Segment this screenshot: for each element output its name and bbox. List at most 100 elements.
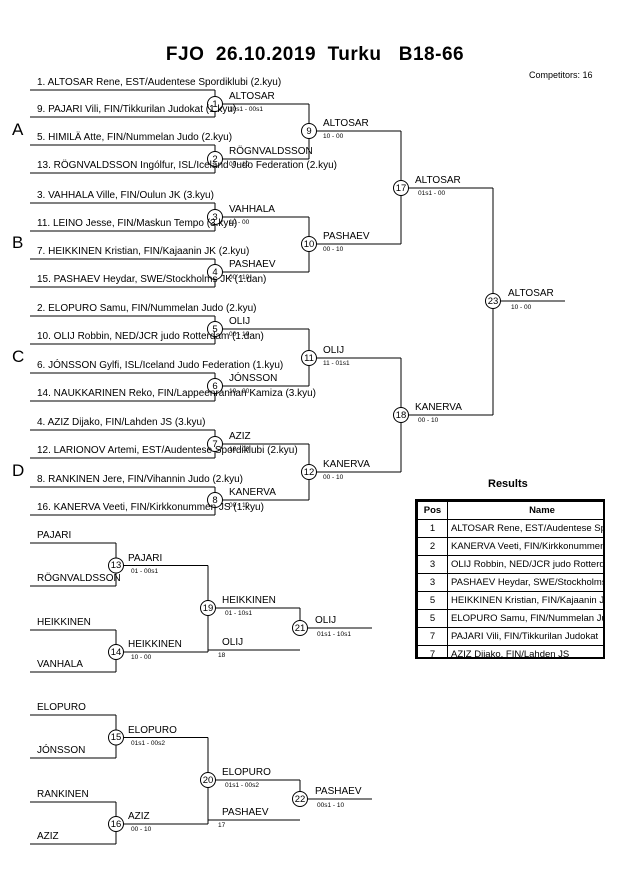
competitor-entry: 1. ALTOSAR Rene, EST/Audentese Spordiklu… xyxy=(37,77,282,88)
match-score: 00 - 10 xyxy=(229,502,250,509)
match-number-circle xyxy=(108,816,124,832)
competitor-entry: 6. JÓNSSON Gylfi, ISL/Iceland Judo Feder… xyxy=(37,360,284,371)
match-number: 4 xyxy=(212,266,218,278)
match-number-circle xyxy=(207,151,223,167)
match-winner: HEIKKINEN xyxy=(222,595,276,606)
repechage-name: AZIZ xyxy=(37,831,59,842)
crossover-source: 18 xyxy=(218,652,226,659)
match-number: 15 xyxy=(110,732,122,743)
competitor-entry: 12. LARIONOV Artemi, EST/Audentese Spord… xyxy=(37,445,298,456)
result-pos: 5 xyxy=(417,609,448,628)
match-number-circle xyxy=(393,180,409,196)
match-number: 19 xyxy=(202,602,214,614)
match-number: 8 xyxy=(212,494,218,506)
match-score: 00 - 10 xyxy=(323,474,344,481)
match-number-circle xyxy=(301,123,317,139)
competitor-entry: 4. AZIZ Dijako, FIN/Lahden JS (3.kyu) xyxy=(37,417,206,428)
result-name: KANERVA Veeti, FIN/Kirkkonummen JS xyxy=(447,537,603,556)
match-winner: OLIJ xyxy=(315,615,337,626)
result-name: HEIKKINEN Kristian, FIN/Kajaanin JK xyxy=(447,591,603,610)
result-pos: 3 xyxy=(417,555,448,574)
pool-letter: A xyxy=(12,120,24,139)
result-pos: 7 xyxy=(417,645,448,657)
repechage-name: HEIKKINEN xyxy=(37,617,91,628)
match-winner: KANERVA xyxy=(323,459,370,470)
match-score: 10 - 00 xyxy=(323,133,344,140)
match-number: 13 xyxy=(110,560,122,571)
match-winner: OLIJ xyxy=(323,345,345,356)
match-score: 01s1 - 00 xyxy=(418,190,446,197)
match-number-circle xyxy=(207,209,223,225)
match-number: 20 xyxy=(202,774,214,786)
match-number-circle xyxy=(393,407,409,423)
match-winner: JÓNSSON xyxy=(229,373,278,384)
match-number: 5 xyxy=(212,323,218,335)
match-score: 10s1 - 00s1 xyxy=(229,106,263,113)
match-number-circle xyxy=(108,729,124,746)
competitor-entry: 2. ELOPURO Samu, FIN/Nummelan Judo (2.ky… xyxy=(37,303,257,314)
match-winner: VAHHALA xyxy=(229,204,275,215)
pool-letter: C xyxy=(12,347,25,366)
result-pos: 7 xyxy=(417,627,448,646)
result-name: AZIZ Dijako, FIN/Lahden JS xyxy=(447,645,603,657)
competitor-entry: 10. OLIJ Robbin, NED/JCR judo Rotterdam … xyxy=(37,331,264,342)
match-number: 2 xyxy=(212,153,218,165)
match-winner: PAJARI xyxy=(128,552,163,564)
match-number: 6 xyxy=(212,380,218,392)
match-number-circle xyxy=(108,644,124,660)
repechage-name: VANHALA xyxy=(37,659,83,670)
match-number: 23 xyxy=(487,295,499,307)
repechage-name: RANKINEN xyxy=(37,789,89,800)
match-number-circle xyxy=(301,350,317,366)
match-score: 01 - 10s1 xyxy=(225,610,253,617)
repechage-name: RÖGNVALDSSON xyxy=(37,573,121,584)
repechage-name: JÓNSSON xyxy=(37,745,86,756)
pool-letter: B xyxy=(12,233,24,252)
match-number: 14 xyxy=(110,646,122,658)
crossover-name: OLIJ xyxy=(222,637,244,648)
competitor-entry: 7. HEIKKINEN Kristian, FIN/Kajaanin JK (… xyxy=(37,246,250,257)
match-winner: ALTOSAR xyxy=(229,91,275,102)
result-name: PASHAEV Heydar, SWE/Stockholms JK xyxy=(447,573,603,592)
match-number: 17 xyxy=(395,182,407,194)
match-winner: PASHAEV xyxy=(229,259,276,270)
match-winner: KANERVA xyxy=(229,487,276,498)
match-number: 22 xyxy=(294,793,306,805)
match-winner: RÖGNVALDSSON xyxy=(229,146,313,157)
result-name: ELOPURO Samu, FIN/Nummelan Judo xyxy=(447,609,603,628)
match-number-circle xyxy=(301,236,317,252)
match-winner: AZIZ xyxy=(229,431,251,442)
crossover-source: 17 xyxy=(218,822,226,829)
match-number: 1 xyxy=(212,98,218,110)
competitor-entry: 8. RANKINEN Jere, FIN/Vihannin Judo (2.k… xyxy=(37,474,244,485)
match-number-circle xyxy=(108,557,124,574)
match-winner: ELOPURO xyxy=(128,724,177,736)
match-winner: PASHAEV xyxy=(323,231,370,242)
match-winner: OLIJ xyxy=(229,316,251,327)
competitors-count: Competitors: 16 xyxy=(529,70,593,80)
match-number-circle xyxy=(200,600,216,616)
match-score: 00 - 10 xyxy=(323,246,344,253)
match-number: 16 xyxy=(110,818,122,830)
competitor-entry: 15. PASHAEV Heydar, SWE/Stockholms JK (1… xyxy=(37,274,267,285)
match-score: 10 - 00 xyxy=(229,219,250,226)
match-winner: HEIKKINEN xyxy=(128,639,182,650)
match-number: 10 xyxy=(303,238,315,250)
match-number-circle xyxy=(207,492,223,508)
result-pos: 5 xyxy=(417,591,448,610)
match-number-circle xyxy=(207,96,223,112)
page-title: FJO 26.10.2019 Turku B18-66 xyxy=(165,44,465,65)
match-winner: KANERVA xyxy=(415,402,462,413)
match-number: 11 xyxy=(304,352,314,364)
match-score: 00 - 10 xyxy=(131,826,152,833)
match-score: 11 - 01s1 xyxy=(323,360,350,367)
match-number-circle xyxy=(200,772,216,788)
match-winner: AZIZ xyxy=(128,811,150,822)
result-pos: 1 xyxy=(417,519,448,538)
match-number-circle xyxy=(207,378,223,394)
